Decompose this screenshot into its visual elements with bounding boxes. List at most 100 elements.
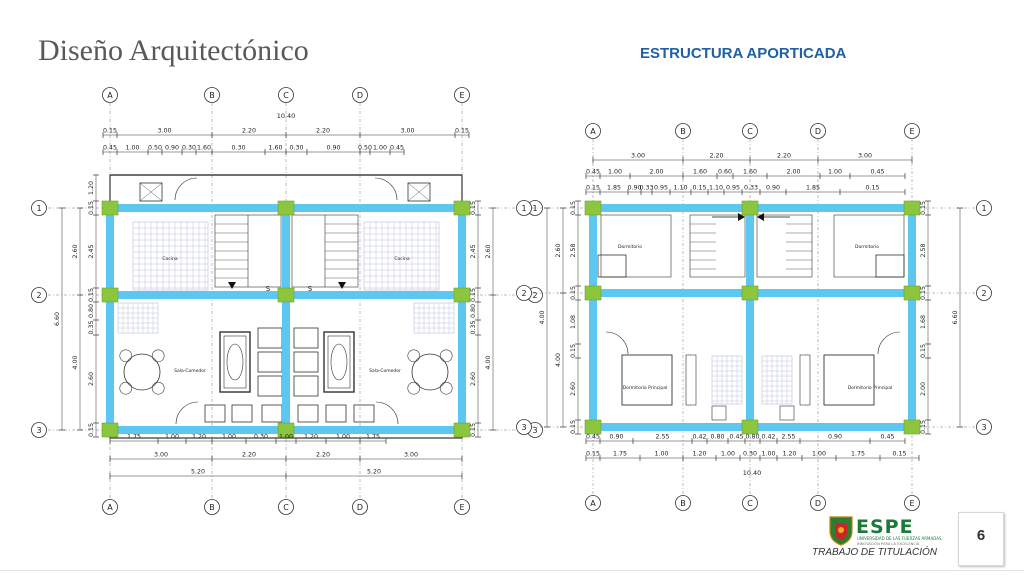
dim-total-width: 10.40: [743, 469, 762, 477]
axis-bubble: [976, 285, 992, 301]
dim-label: 1.10: [673, 185, 687, 192]
dim-label: 4.00: [485, 355, 492, 369]
axis-bubble-label: A: [107, 91, 113, 100]
dim-label: 0.95: [726, 185, 740, 192]
bottom-rule: [0, 570, 1024, 571]
dim-label: 2.60: [485, 244, 492, 258]
dim-label: 1.00: [336, 434, 350, 441]
dim-label: 1.00: [812, 451, 826, 458]
tiled-area: [363, 221, 440, 291]
dim-label: 1.00: [828, 169, 842, 176]
dim-label: 0.15: [920, 201, 927, 215]
bed: [875, 254, 905, 278]
dim-label: 1.00: [654, 451, 668, 458]
axis-bubble: [352, 499, 368, 515]
dim-label: 0.15: [570, 201, 577, 215]
axis-bubble: [31, 287, 47, 303]
dim-label: 0.15: [586, 451, 600, 458]
bedroom: [833, 214, 905, 278]
sofa-rug: [323, 331, 355, 393]
dim-label: 0.30: [289, 145, 303, 152]
dim-label: 1.10: [709, 185, 723, 192]
dim-label: 0.15: [692, 185, 706, 192]
dim-label: 2.20: [316, 128, 330, 135]
dim-total-width: 10.40: [277, 112, 296, 120]
dim-label: 0.42: [692, 434, 706, 441]
axis-bubble-label: E: [459, 91, 464, 100]
dim-label: 0.90: [627, 185, 641, 192]
axis-bubble-label: A: [107, 503, 113, 512]
dim-label: 2.55: [781, 434, 795, 441]
chair: [407, 349, 421, 363]
axis-bubble: [516, 200, 532, 216]
axis-bubble-label: D: [815, 499, 821, 508]
dim-label: 1.60: [197, 145, 211, 152]
slide-subtitle: ESTRUCTURA APORTICADA: [640, 45, 847, 62]
dim-label: 0.15: [570, 286, 577, 300]
beam: [106, 208, 114, 430]
axis-bubble-label: 2: [532, 291, 537, 300]
espe-logo: ESPE UNIVERSIDAD DE LAS FUERZAS ARMADAS …: [829, 516, 942, 546]
column: [453, 200, 471, 216]
dim-label: 2.20: [316, 452, 330, 459]
column: [101, 422, 119, 438]
dim-label: 0.30: [182, 145, 196, 152]
axis-bubble-label: E: [909, 499, 914, 508]
dim-label: 0.15: [88, 288, 95, 302]
column: [584, 200, 602, 216]
axis-bubble: [204, 87, 220, 103]
dim-label: 2.60: [72, 244, 79, 258]
armchair: [293, 375, 319, 397]
axis-bubble: [976, 200, 992, 216]
dim-label: 1.60: [743, 169, 757, 176]
axis-bubble-label: C: [283, 503, 289, 512]
axis-bubble: [585, 495, 601, 511]
column: [741, 285, 759, 301]
room-label: Sala-Comedor: [369, 368, 401, 374]
room-label: Cocina: [394, 256, 409, 262]
chair: [119, 381, 133, 395]
door-swing: [374, 177, 398, 201]
stair-arrow: [738, 213, 745, 221]
axis-bubble: [516, 285, 532, 301]
dim-label: 0.15: [103, 128, 117, 135]
dim-label: 0.15: [470, 201, 477, 215]
axis-bubble: [454, 87, 470, 103]
dim-label: 2.00: [649, 169, 663, 176]
axis-bubble-label: D: [357, 503, 363, 512]
beam: [282, 208, 290, 430]
axis-bubble: [742, 495, 758, 511]
axis-bubble-label: 1: [36, 204, 41, 213]
stair: [689, 214, 746, 278]
dim-label: 4.00: [72, 355, 79, 369]
dim-label: 3.00: [400, 128, 414, 135]
beam: [458, 208, 466, 430]
axis-bubble-label: 1: [521, 204, 526, 213]
axis-bubble: [742, 123, 758, 139]
dim-label: 0.45: [880, 434, 894, 441]
axis-bubble: [352, 87, 368, 103]
dim-label: 0.15: [892, 451, 906, 458]
dim-label: 1.00: [165, 434, 179, 441]
column: [741, 200, 759, 216]
dim-label: 2.20: [242, 452, 256, 459]
dim-label: 0.15: [920, 420, 927, 434]
dim-label: 1.00: [125, 145, 139, 152]
door-swing: [375, 401, 399, 425]
door-swing: [174, 177, 198, 201]
beam: [746, 208, 754, 427]
axis-bubble-label: B: [209, 503, 215, 512]
dim-label: 1.00: [279, 434, 293, 441]
dim-label: 0.15: [920, 286, 927, 300]
dim-label: 2.20: [777, 153, 791, 160]
dim-label: 3.00: [631, 153, 645, 160]
armchair: [257, 375, 283, 397]
dim-label: 1.00: [222, 434, 236, 441]
dim-label: 2.60: [570, 382, 577, 396]
dim-label: 5.20: [367, 469, 381, 476]
dim-label: 0.60: [718, 169, 732, 176]
axis-bubble-label: A: [590, 499, 596, 508]
axis-bubble-label: C: [747, 127, 753, 136]
axis-bubble: [904, 495, 920, 511]
